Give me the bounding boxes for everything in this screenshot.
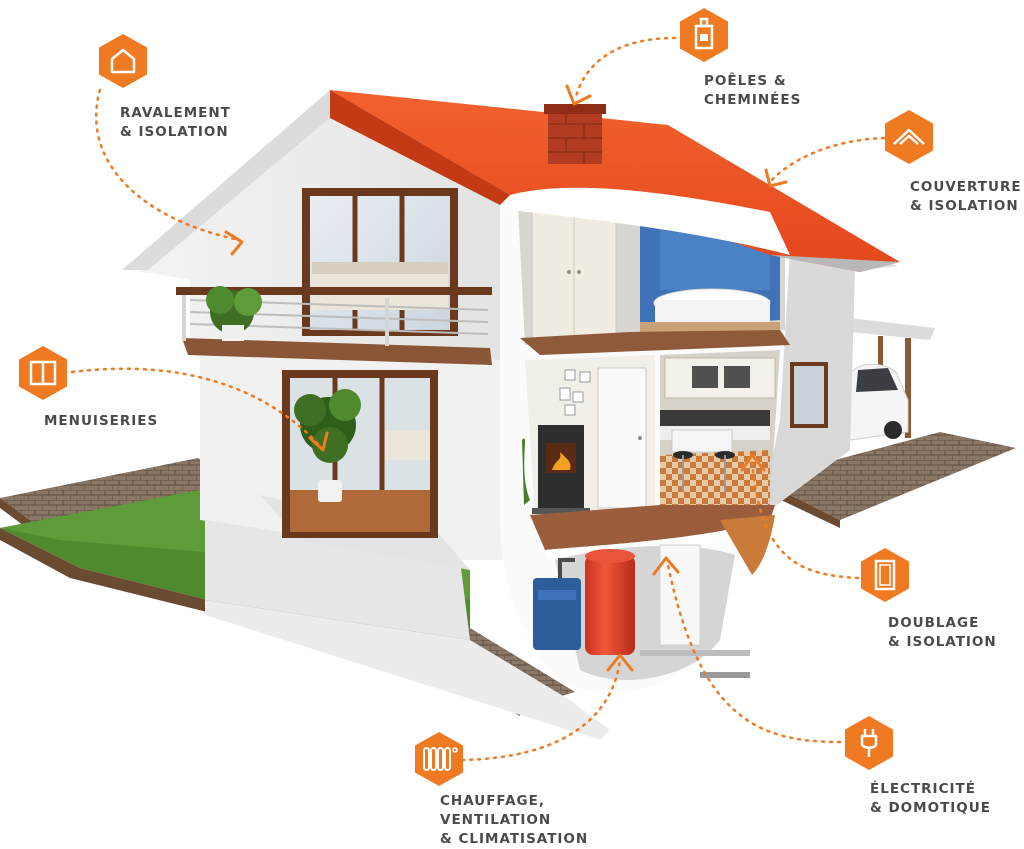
label-ravalement: RAVALEMENT & ISOLATION <box>120 105 231 140</box>
ground-window <box>282 370 438 538</box>
connector-arrowheads <box>224 84 788 672</box>
label-chauffage: CHAUFFAGE, VENTILATION & CLIMATISATION <box>440 793 589 847</box>
window-icon <box>14 344 72 402</box>
carport <box>845 318 935 441</box>
cutaway-section <box>500 188 790 694</box>
connector-lines <box>70 36 886 762</box>
label-poeles: POÊLES & CHEMINÉES <box>704 73 802 108</box>
label-menuiseries: MENUISERIES <box>44 413 159 429</box>
balcony <box>176 286 492 365</box>
house-outline-icon <box>94 32 152 90</box>
side-window <box>790 362 828 428</box>
plug-icon <box>840 714 898 772</box>
label-electricite: ÉLECTRICITÉ & DOMOTIQUE <box>870 781 991 816</box>
label-couverture: COUVERTURE & ISOLATION <box>910 179 1022 214</box>
roof-icon <box>880 108 938 166</box>
upper-window <box>302 188 458 336</box>
label-doublage: DOUBLAGE & ISOLATION <box>888 615 997 650</box>
stove-icon <box>675 6 733 64</box>
radiator-icon <box>410 730 468 788</box>
wall-panel-icon <box>856 546 914 604</box>
roof <box>122 90 900 272</box>
chimney <box>544 104 606 164</box>
